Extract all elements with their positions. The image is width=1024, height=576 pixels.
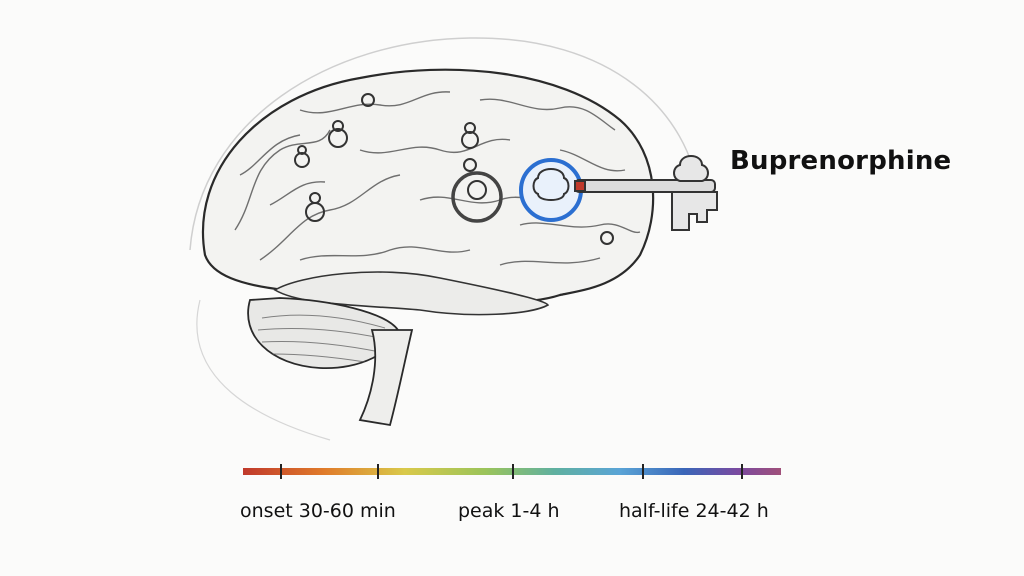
head-outline xyxy=(189,37,701,251)
timeline-tick-onset-start xyxy=(280,464,282,479)
timeline-tick-peak xyxy=(512,464,514,479)
gyri-lines xyxy=(234,91,641,266)
key-icon xyxy=(574,155,718,231)
timeline-tick-half-life-start xyxy=(642,464,644,479)
timeline-tick-half-life-end xyxy=(741,464,743,479)
timeline-label-half-life: half-life 24-42 h xyxy=(619,500,769,522)
pharmacokinetic-timeline xyxy=(243,464,781,479)
temporal-lobe xyxy=(273,271,550,316)
timeline-label-peak: peak 1-4 h xyxy=(458,500,560,522)
receptor-locks xyxy=(294,93,614,245)
brainstem xyxy=(358,329,414,427)
timeline-label-onset: onset 30-60 min xyxy=(240,500,396,522)
receptor-ring xyxy=(451,171,503,223)
bound-receptor xyxy=(519,158,583,222)
drug-name-label: Buprenorphine xyxy=(730,146,952,176)
timeline-tick-onset-end xyxy=(377,464,379,479)
